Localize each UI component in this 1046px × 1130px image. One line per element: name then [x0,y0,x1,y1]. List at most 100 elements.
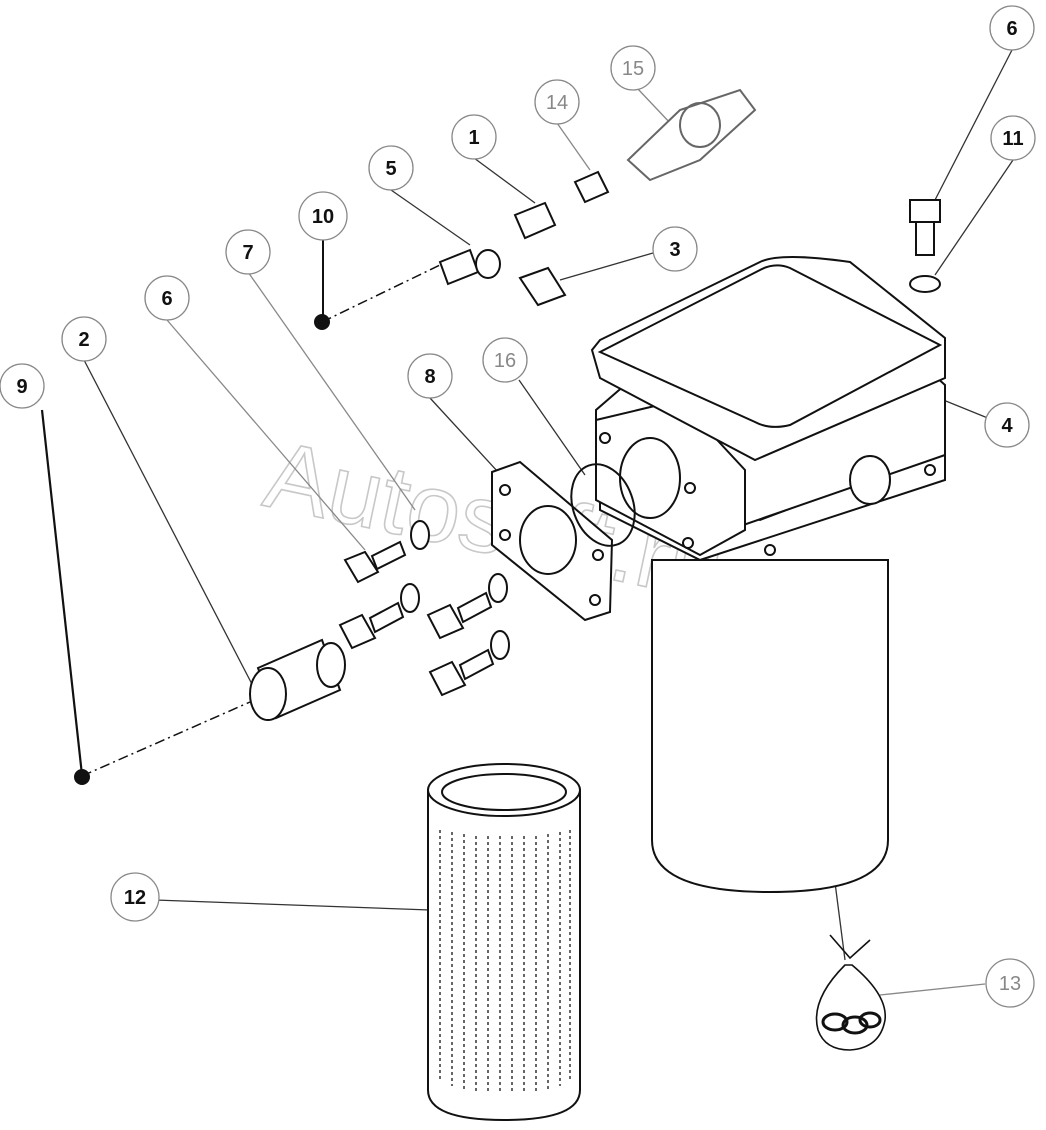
flange-bolt-hole [764,544,776,556]
leader-13 [879,983,986,996]
point-9-icon [74,769,90,785]
filter-housing [590,256,946,894]
callout-1: 1 [451,114,497,160]
flange-bolt-hole [924,464,936,476]
coupling [513,201,557,240]
callout-12-label: 12 [124,887,146,909]
callout-3-label: 3 [669,239,680,261]
leader-11 [934,159,1014,276]
callout-6-left-label: 6 [161,288,172,310]
leader-7 [247,271,416,511]
callout-16: 16 [482,337,528,383]
leader-12 [154,899,431,911]
callout-4: 4 [984,402,1030,448]
housing-side-boss [849,455,891,505]
callout-11-label: 11 [1002,128,1023,150]
fittings [438,88,757,307]
callout-14-label: 14 [546,92,568,114]
callout-6-top: 6 [989,5,1035,51]
callout-5-label: 5 [385,158,396,180]
callout-13-label: 13 [999,973,1021,995]
callout-2-label: 2 [78,329,89,351]
bolt-shank [370,540,407,571]
bolt-shank [458,648,495,681]
leader-15 [636,87,673,126]
callout-10-label: 10 [312,206,334,228]
leader-5 [390,189,471,246]
nipple [573,170,610,204]
bolt-head [426,603,465,640]
callout-2: 2 [61,316,107,362]
callout-7: 7 [225,229,271,275]
leader-lines [83,49,1014,996]
flange-plate-hole [519,505,577,575]
housing-lid-top [597,264,943,428]
bag-tie [829,934,871,960]
callout-7-label: 7 [242,242,253,264]
center-lines [81,264,441,777]
filter-mesh [439,830,571,1094]
port-bolt-hole [599,432,611,444]
adapter-end [249,667,287,721]
adapter-3 [518,266,567,307]
callout-8-label: 8 [424,366,435,388]
callout-3: 3 [652,226,698,272]
bag-body [815,964,886,1051]
tee-fitting-port [475,249,501,279]
callout-5: 5 [368,145,414,191]
callouts: 6 11 15 14 1 5 10 3 [0,5,1036,1008]
o-ring [570,463,636,547]
flange-plate [491,460,614,622]
bolt-shank [368,601,405,634]
callout-15: 15 [610,45,656,91]
callout-8: 8 [407,353,453,399]
sensor-switch [626,88,757,182]
housing-port [619,437,681,519]
filter-element-inner-cap [441,773,567,811]
bolt-head [428,660,467,697]
callout-4-label: 4 [1001,415,1013,437]
housing-canister [651,559,889,894]
bolt-shank [915,221,935,256]
bolt-head [343,550,380,584]
adapter-end-rear [316,642,346,688]
callout-10: 10 [298,191,348,241]
bolts-and-washers [338,199,941,697]
leader-3 [559,252,654,281]
filter-element-body [427,789,581,1122]
leader-14 [556,122,591,171]
tee-fitting [438,248,480,286]
washer [410,520,430,550]
sensor-coil [679,102,721,148]
callout-16-label: 16 [494,350,516,372]
centerline-10 [321,264,441,323]
callout-9-label: 9 [16,376,27,398]
callout-1-label: 1 [468,127,479,149]
bolt-head [338,613,377,650]
port-bolt-hole [684,482,696,494]
washer [400,583,420,613]
callout-11: 11 [990,115,1036,161]
adapter-fitting [249,638,346,721]
callout-14: 14 [534,79,580,125]
port-bolt-hole [682,537,694,549]
washer [909,275,941,293]
callout-15-label: 15 [622,58,644,80]
leader-6-left [166,319,366,551]
leader-9 [40,409,84,776]
centerline-9 [81,701,251,777]
bolt-shank [456,591,493,624]
callout-6-left: 6 [144,275,190,321]
leader-6-top [934,49,1013,201]
point-10-icon [314,314,330,330]
washer [488,573,508,603]
callout-13: 13 [985,958,1035,1008]
bolt-head [909,199,941,223]
callout-6-top-label: 6 [1006,18,1017,40]
callout-12: 12 [110,872,160,922]
leader-16 [518,379,586,476]
filter-element [427,763,581,1122]
leader-1 [473,157,536,204]
seal-kit-bag [815,934,886,1051]
